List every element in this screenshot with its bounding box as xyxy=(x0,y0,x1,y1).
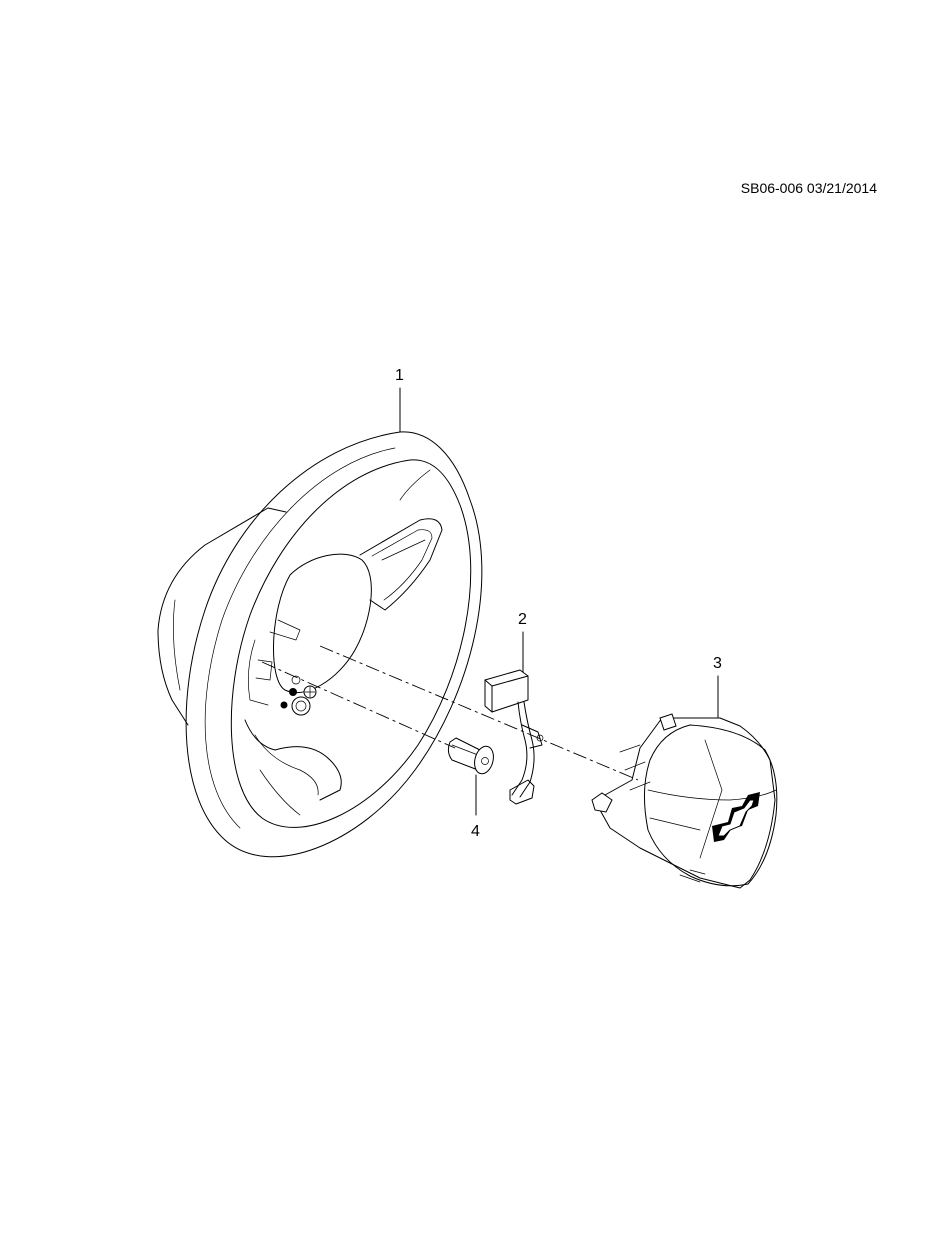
callout-1: 1 xyxy=(395,367,404,433)
airbag-module xyxy=(591,713,778,889)
callout-4: 4 xyxy=(471,774,480,840)
wiring-harness xyxy=(484,669,544,805)
callout-2-label: 2 xyxy=(518,611,527,628)
callout-3-label: 3 xyxy=(713,655,722,672)
reference-code: SB06-006 03/21/2014 xyxy=(740,180,877,196)
callout-1-label: 1 xyxy=(395,367,404,384)
callout-3: 3 xyxy=(713,655,722,719)
fastener-pin xyxy=(447,737,494,775)
callout-4-label: 4 xyxy=(471,823,480,840)
assembly-centerlines xyxy=(261,645,639,781)
steering-wheel xyxy=(157,431,483,858)
callout-2: 2 xyxy=(518,611,527,673)
